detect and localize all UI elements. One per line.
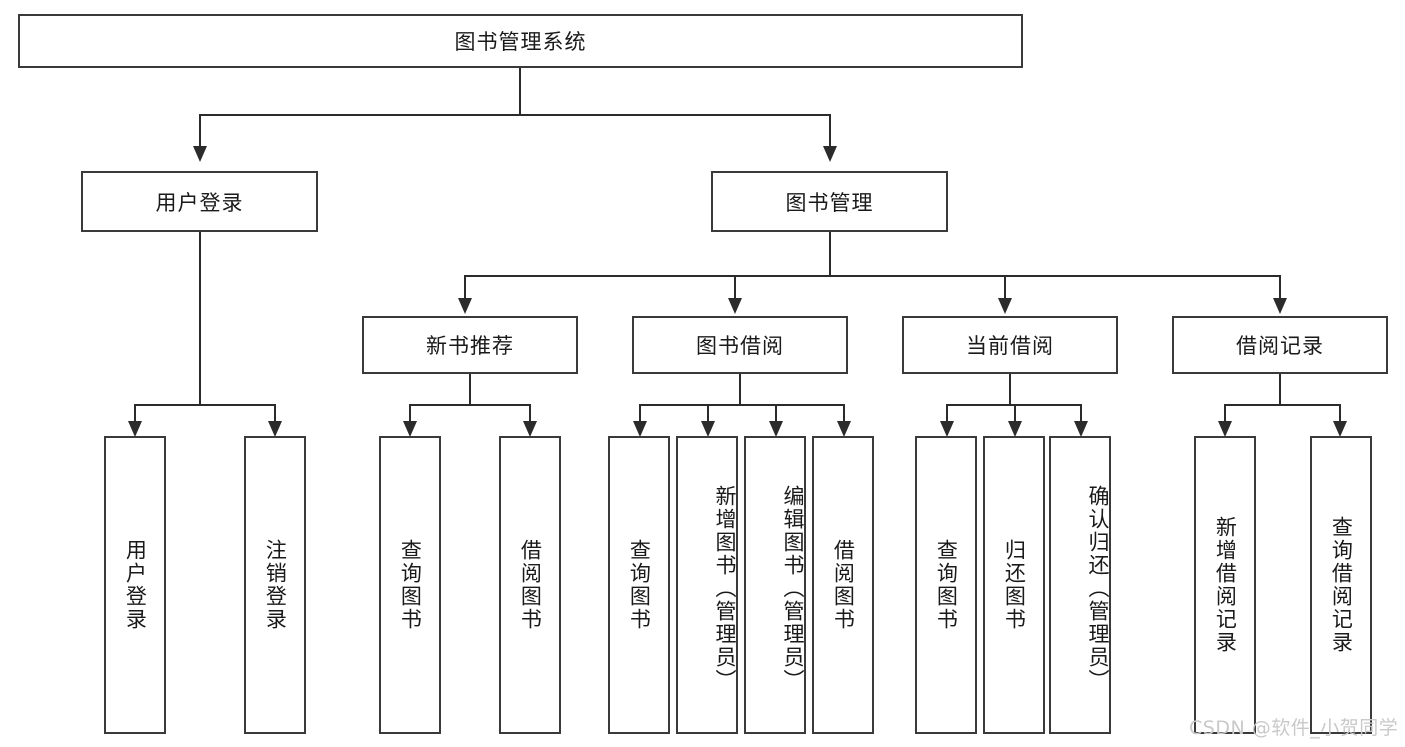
node-label: 图书管理系统 [454,30,587,54]
arrowhead-borrow-3 [769,421,783,437]
leaf-borrow-book[interactable]: 借阅图书 [812,436,874,734]
leaf-query-book-borrow[interactable]: 查询图书 [608,436,670,734]
arrowhead-borrow-4 [837,421,851,437]
leaf-borrow-book-recommend[interactable]: 借阅图书 [499,436,561,734]
node-label: 查询图书 [627,539,652,631]
node-label: 确认归还（管理员） [1086,484,1110,692]
connector-level3-drop-4 [1279,275,1281,301]
connector-borrow-drop-1 [639,404,641,424]
connector-current-trunk [1009,374,1011,405]
connector-user-login-drop-2 [274,404,276,424]
node-label: 新增图书（管理员） [713,484,737,692]
connector-book-manage-trunk [829,232,831,276]
arrowhead-to-book-manage [823,146,837,162]
node-borrow-record[interactable]: 借阅记录 [1172,316,1388,374]
arrowhead-recommend-2 [523,421,537,437]
node-root-system[interactable]: 图书管理系统 [18,14,1023,68]
connector-root-branch-left [199,114,201,146]
node-label: 查询借阅记录 [1329,516,1354,654]
node-label: 借阅记录 [1236,334,1324,358]
node-label: 新书推荐 [426,334,514,358]
arrowhead-borrow-2 [701,421,715,437]
node-label: 图书管理 [785,190,874,215]
arrowhead-record-2 [1333,421,1347,437]
connector-borrow-trunk [739,374,741,405]
connector-user-login-drop-1 [134,404,136,424]
connector-user-login-trunk [199,232,201,405]
node-label: 用户登录 [155,190,244,215]
node-label: 当前借阅 [966,334,1054,358]
connector-root-trunk [519,68,521,115]
node-label: 用户登录 [123,539,148,631]
leaf-logout[interactable]: 注销登录 [244,436,306,734]
node-label: 查询图书 [398,539,423,631]
arrowhead-current-2 [1008,421,1022,437]
connector-record-drop-2 [1339,404,1341,424]
watermark-text: CSDN @软件_小贺同学 [1189,717,1399,739]
node-label: 借阅图书 [831,539,856,631]
connector-current-drop-3 [1080,404,1082,424]
connector-borrow-drop-4 [843,404,845,424]
connector-level3-drop-1 [464,275,466,301]
arrowhead-level3-4 [1273,298,1287,314]
arrowhead-record-1 [1218,421,1232,437]
node-book-borrow[interactable]: 图书借阅 [632,316,848,374]
node-label: 新增借阅记录 [1213,516,1238,654]
arrowhead-level3-1 [458,298,472,314]
connector-current-drop-2 [1014,404,1016,424]
arrowhead-level3-3 [998,298,1012,314]
leaf-add-borrow-record[interactable]: 新增借阅记录 [1194,436,1256,734]
node-label: 注销登录 [263,539,288,631]
leaf-add-book-admin[interactable]: 新增图书（管理员） [676,436,738,734]
arrowhead-current-1 [940,421,954,437]
node-label: 借阅图书 [518,539,543,631]
arrowhead-to-user-login [193,146,207,162]
connector-current-drop-1 [946,404,948,424]
connector-level3-drop-3 [1004,275,1006,301]
connector-recommend-drop-2 [529,404,531,424]
node-new-book-recommend[interactable]: 新书推荐 [362,316,578,374]
connector-recommend-drop-1 [409,404,411,424]
leaf-query-borrow-record[interactable]: 查询借阅记录 [1310,436,1372,734]
node-label: 查询图书 [934,539,959,631]
connector-root-bus [199,114,831,116]
arrowhead-recommend-1 [403,421,417,437]
connector-root-branch-right [829,114,831,146]
node-current-borrow[interactable]: 当前借阅 [902,316,1118,374]
node-book-management[interactable]: 图书管理 [711,171,948,232]
connector-borrow-bus [639,404,843,406]
node-user-login[interactable]: 用户登录 [81,171,318,232]
connector-record-drop-1 [1224,404,1226,424]
arrowhead-user-login-1 [128,421,142,437]
arrowhead-level3-2 [728,298,742,314]
connector-borrow-drop-3 [775,404,777,424]
node-label: 编辑图书（管理员） [781,484,805,692]
leaf-user-login[interactable]: 用户登录 [104,436,166,734]
leaf-edit-book-admin[interactable]: 编辑图书（管理员） [744,436,806,734]
leaf-return-book[interactable]: 归还图书 [983,436,1045,734]
connector-level3-drop-2 [734,275,736,301]
connector-recommend-trunk [469,374,471,405]
connector-recommend-bus [409,404,531,406]
connector-user-login-bus [134,404,276,406]
arrowhead-current-3 [1074,421,1088,437]
connector-record-trunk [1279,374,1281,405]
connector-level3-bus [464,275,1280,277]
connector-borrow-drop-2 [707,404,709,424]
arrowhead-borrow-1 [633,421,647,437]
arrowhead-user-login-2 [268,421,282,437]
leaf-query-book-current[interactable]: 查询图书 [915,436,977,734]
node-label: 归还图书 [1002,539,1027,631]
connector-record-bus [1224,404,1341,406]
leaf-query-book-recommend[interactable]: 查询图书 [379,436,441,734]
leaf-confirm-return-admin[interactable]: 确认归还（管理员） [1049,436,1111,734]
node-label: 图书借阅 [696,334,784,358]
